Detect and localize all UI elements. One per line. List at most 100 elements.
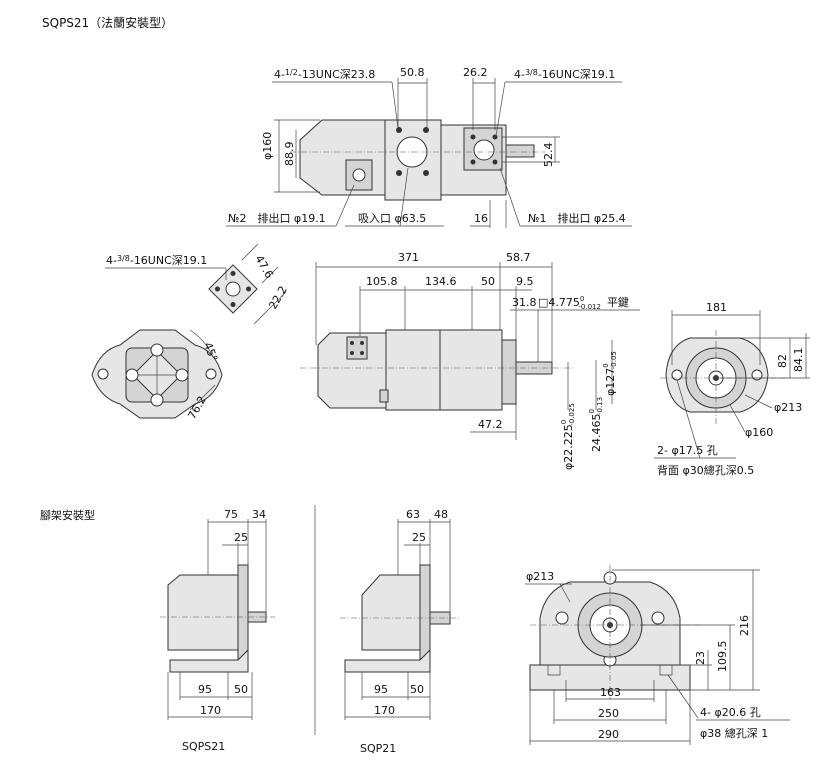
dim-371: 371 <box>398 251 419 264</box>
bolt-hole <box>396 170 402 176</box>
detail-thread-frac: 3/8 <box>117 254 130 263</box>
svg-text:4-3/8-16UNC深19.1: 4-3/8-16UNC深19.1 <box>514 68 615 81</box>
dim-105-8: 105.8 <box>366 275 398 288</box>
dim-9-5: 9.5 <box>516 275 534 288</box>
thread-right-frac: 3/8 <box>525 68 538 77</box>
bolt-hole <box>470 134 476 140</box>
thread-left-count: 4- <box>274 68 285 81</box>
flange-dim-84-1: 84.1 <box>792 348 805 373</box>
svg-text:4-1/2-13UNC深23.8: 4-1/2-13UNC深23.8 <box>274 68 375 81</box>
dim-47-2: 47.2 <box>478 418 503 431</box>
sqps21-dim-75: 75 <box>224 508 238 521</box>
shaft2-tol-bot: -0.13 <box>596 397 604 415</box>
flange-counterbore: 背面 φ30總孔深0.5 <box>657 463 754 477</box>
no2-port-circle <box>352 168 366 182</box>
port-detail-view: 4-3/8-16UNC深19.1 47.6 22.2 45° 76.2 <box>91 243 290 422</box>
sqps21-dim-50: 50 <box>234 683 248 696</box>
pilot-dia: φ127 <box>604 368 617 396</box>
dim-26-2: 26.2 <box>463 66 488 79</box>
sqp21-dim-50: 50 <box>410 683 424 696</box>
dim-52-4: 52.4 <box>542 143 555 168</box>
foot-sqps21-view: 75 34 25 95 50 170 SQPS21 <box>160 508 275 753</box>
bolt-hole <box>423 127 429 133</box>
flange-dim-181: 181 <box>706 301 727 314</box>
sqps21-dim-34: 34 <box>252 508 266 521</box>
thread-left-spec: -13UNC深23.8 <box>298 68 375 81</box>
no1-outlet-label: №1 排出口 φ25.4 <box>528 211 626 225</box>
dim-phi160: φ160 <box>261 132 274 160</box>
svg-text:φ1270-0.05: φ1270-0.05 <box>602 351 618 396</box>
thread-right-count: 4- <box>514 68 525 81</box>
sqp21-dim-25: 25 <box>412 531 426 544</box>
bolt-hole <box>423 170 429 176</box>
pilot-tol-top: 0 <box>602 363 610 367</box>
bolt-hole <box>492 134 498 140</box>
key-tol-bot: -0.012 <box>578 303 601 311</box>
dim-58-7: 58.7 <box>506 251 531 264</box>
dim-16: 16 <box>474 212 488 225</box>
dim-50-8: 50.8 <box>400 66 425 79</box>
dim-22-2: 22.2 <box>266 284 290 312</box>
dim-31-8: 31.8 <box>512 296 537 309</box>
dim-88-9: 88.9 <box>283 142 296 167</box>
bolt-hole <box>470 159 476 165</box>
shaft-dia-2: 24.465 <box>590 414 603 453</box>
bolt-hole <box>492 159 498 165</box>
sqps21-dim-95: 95 <box>198 683 212 696</box>
key-text: 平鍵 <box>607 295 629 309</box>
foot-sqp21-view: 63 48 25 95 50 170 SQP21 <box>340 508 460 755</box>
side-view: 371 58.7 105.8 134.6 50 9.5 31.8 □4.7750… <box>300 251 640 470</box>
model-sqps21: SQPS21 <box>182 740 225 753</box>
sqps21-dim-25: 25 <box>234 531 248 544</box>
foot-front-counterbore: φ38 總孔深 1 <box>700 726 768 740</box>
page-title: SQPS21（法蘭安裝型） <box>42 15 173 30</box>
foot-front-dim-290: 290 <box>598 728 619 741</box>
flange-dim-160: φ160 <box>745 426 773 439</box>
shaft-tol-bot: -0.025 <box>568 403 576 426</box>
flange-holes: 2- φ17.5 孔 <box>657 444 718 457</box>
sqp21-dim-48: 48 <box>434 508 448 521</box>
svg-text:4-3/8-16UNC深19.1: 4-3/8-16UNC深19.1 <box>106 254 207 267</box>
model-sqp21: SQP21 <box>360 742 396 755</box>
sqp21-dim-95: 95 <box>374 683 388 696</box>
sqp21-dim-170: 170 <box>374 704 395 717</box>
detail-thread-spec: -16UNC深19.1 <box>130 254 207 267</box>
foot-front-dim-163: 163 <box>600 686 621 699</box>
dim-134-6: 134.6 <box>425 275 457 288</box>
svg-text:φ22.2250-0.025: φ22.2250-0.025 <box>560 403 576 470</box>
sqps21-dim-170: 170 <box>200 704 221 717</box>
no2-outlet-label: №2 排出口 φ19.1 <box>228 211 326 225</box>
foot-front-dim-109-5: 109.5 <box>716 641 729 673</box>
svg-text:24.4650-0.13: 24.4650-0.13 <box>588 397 604 452</box>
key-tol-top: 0 <box>580 295 584 303</box>
shaft <box>505 144 535 158</box>
shaft-dia: φ22.225 <box>562 424 575 470</box>
no1-port-circle <box>473 139 495 161</box>
angle-45: 45° <box>201 341 220 364</box>
suction-label: 吸入口 φ63.5 <box>358 212 426 225</box>
bolt-hole <box>396 127 402 133</box>
shaft2-tol-top: 0 <box>588 409 596 413</box>
sqp21-dim-63: 63 <box>406 508 420 521</box>
thread-left-frac: 1/2 <box>285 68 298 77</box>
dim-50: 50 <box>481 275 495 288</box>
detail-thread-count: 4- <box>106 254 117 267</box>
foot-front-dim-250: 250 <box>598 707 619 720</box>
foot-front-dim-216: 216 <box>738 615 751 636</box>
foot-mount-title: 腳架安裝型 <box>40 508 95 522</box>
pilot-tol-bot: -0.05 <box>610 351 618 369</box>
foot-front-dim-213: φ213 <box>526 570 554 583</box>
key-size: □4.775 <box>538 296 580 309</box>
thread-right-spec: -16UNC深19.1 <box>538 68 615 81</box>
top-view: φ160 88.9 50.8 26.2 52.4 4-1/2-13UNC深23.… <box>226 66 632 228</box>
flange-front-view: 181 82 84.1 φ213 φ160 2- φ17.5 孔 背面 φ30總… <box>654 301 810 477</box>
foot-front-holes: 4- φ20.6 孔 <box>700 706 761 719</box>
foot-front-dim-23: 23 <box>694 651 707 665</box>
foot-front-view: φ213 216 109.5 23 163 250 290 4- φ20.6 孔… <box>525 565 790 745</box>
flange-dim-82: 82 <box>776 354 789 368</box>
flange-dim-213: φ213 <box>774 401 802 414</box>
shaft-tol-top: 0 <box>560 420 568 424</box>
